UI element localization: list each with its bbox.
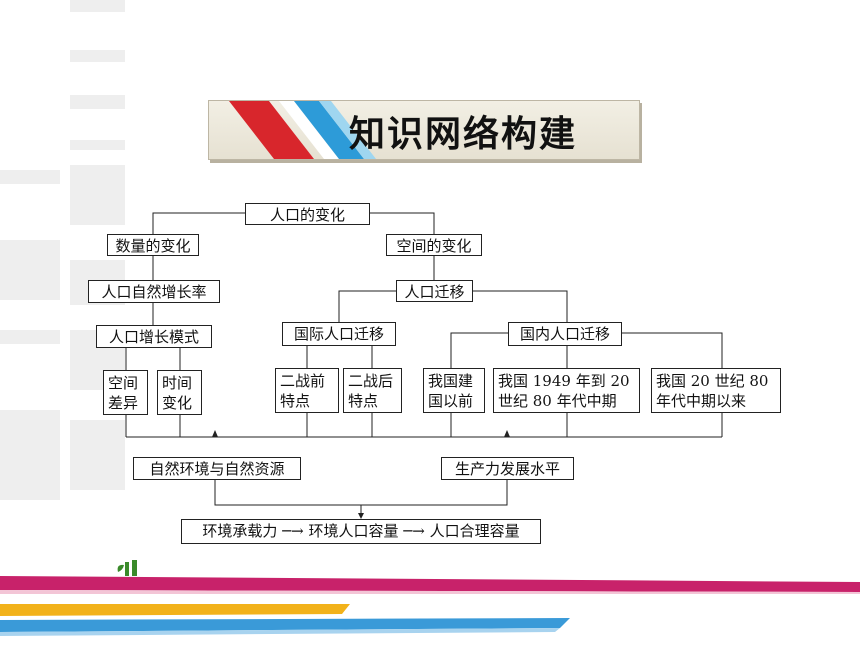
node-growth-mode: 人口增长模式 bbox=[96, 325, 212, 348]
node-spatial-difference: 空间差异 bbox=[103, 370, 148, 415]
node-since-1980s: 我国 20 世纪 80 年代中期以来 bbox=[651, 368, 781, 413]
title-banner: 知识网络构建 bbox=[208, 100, 640, 160]
page-title: 知识网络构建 bbox=[349, 114, 578, 155]
bottom-stripes bbox=[0, 576, 860, 636]
watermark-decoration bbox=[0, 0, 125, 500]
node-natural-growth-rate: 人口自然增长率 bbox=[88, 280, 220, 303]
node-temporal-change: 时间变化 bbox=[157, 370, 202, 415]
node-space-change: 空间的变化 bbox=[386, 234, 482, 256]
node-capacity-chain: 环境承载力 ─→ 环境人口容量 ─→ 人口合理容量 bbox=[181, 519, 541, 544]
banner-stripes bbox=[229, 101, 376, 159]
node-prc-1949-1980s: 我国 1949 年到 20 世纪 80 年代中期 bbox=[493, 368, 640, 413]
node-natural-environment: 自然环境与自然资源 bbox=[133, 457, 301, 480]
node-migration: 人口迁移 bbox=[396, 280, 473, 302]
sprout-logo-icon bbox=[117, 560, 137, 576]
node-root: 人口的变化 bbox=[245, 203, 370, 225]
node-domestic-migration: 国内人口迁移 bbox=[508, 322, 622, 346]
node-after-ww2: 二战后特点 bbox=[343, 368, 402, 413]
node-before-ww2: 二战前特点 bbox=[275, 368, 339, 413]
node-quantity-change: 数量的变化 bbox=[107, 234, 199, 256]
node-before-prc: 我国建国以前 bbox=[423, 368, 485, 413]
node-productivity: 生产力发展水平 bbox=[441, 457, 574, 480]
node-intl-migration: 国际人口迁移 bbox=[282, 322, 396, 346]
